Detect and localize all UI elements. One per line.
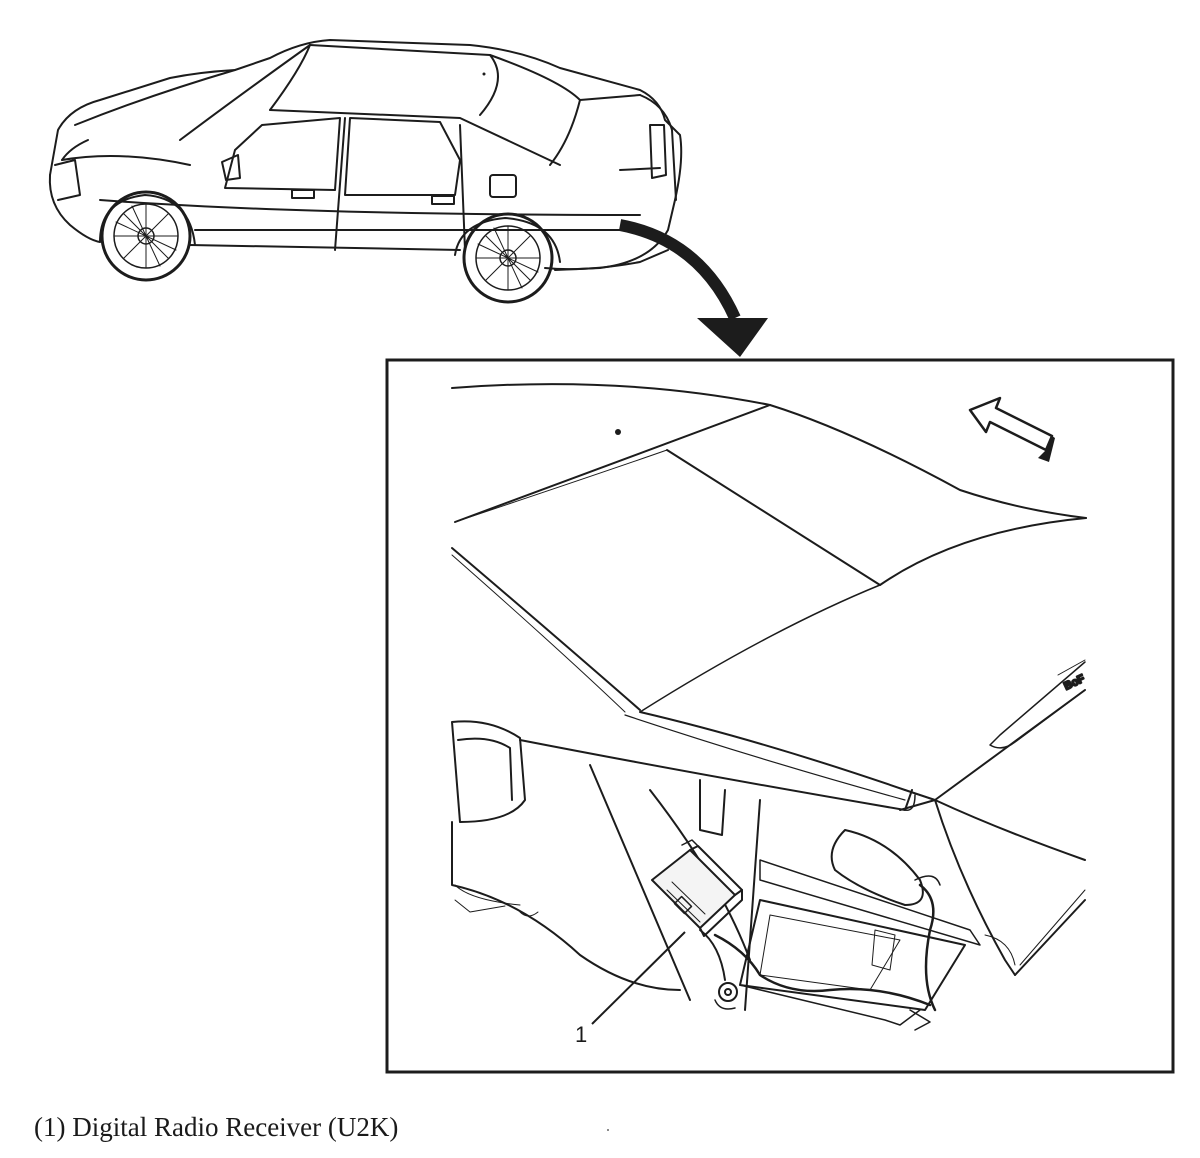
detail-frame [385, 358, 1175, 1074]
speck [615, 429, 621, 435]
speck [482, 72, 486, 76]
callout-leader-line [591, 931, 686, 1025]
digital-radio-receiver-module [651, 839, 743, 981]
detail-trunk-drawing: BoF [451, 383, 1088, 1031]
speck [607, 1129, 609, 1131]
figure-caption: (1) Digital Radio Receiver (U2K) [34, 1112, 399, 1142]
svg-text:BoF: BoF [1062, 673, 1087, 693]
callout-number: 1 [575, 1022, 588, 1047]
front-direction-arrow-icon [968, 396, 1055, 462]
sedan-wheels [100, 190, 554, 304]
curved-arrow-icon [618, 219, 768, 357]
